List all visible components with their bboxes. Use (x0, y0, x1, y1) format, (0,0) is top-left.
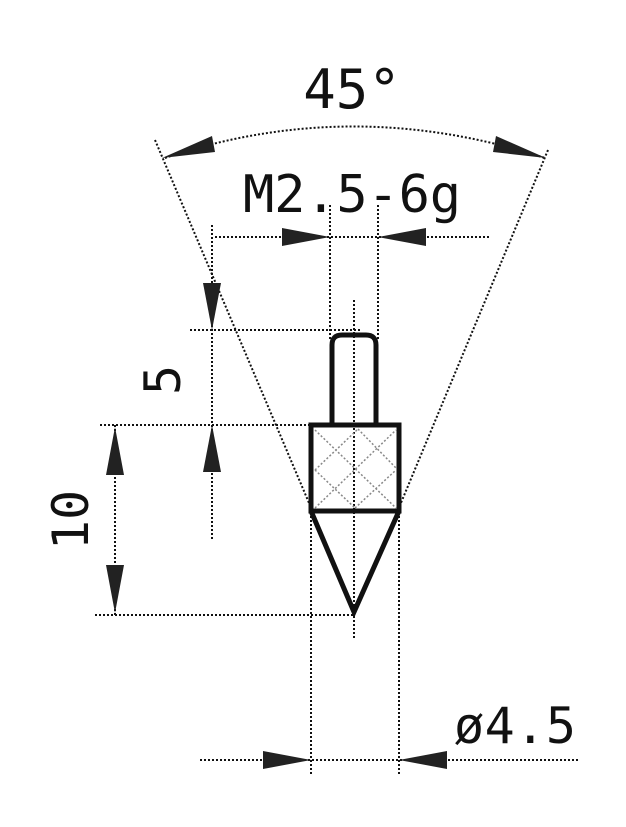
pin-length-arrow-top (203, 283, 221, 330)
knurl-hatching (314, 428, 397, 509)
threaded-pin (329, 332, 379, 425)
tip-length-arrow-top (106, 427, 124, 475)
thread-arrow-right (378, 228, 426, 246)
diameter-arrow-left (263, 751, 311, 769)
pin-length-arrow-bottom (203, 425, 221, 472)
diameter-arrow-right (399, 751, 447, 769)
diameter-label: ø4.5 (454, 697, 576, 755)
knurled-body (308, 422, 402, 514)
angle-arrow-right (493, 136, 546, 158)
tip-length-label: 10 (42, 490, 100, 550)
cone-angle-line-left (154, 139, 313, 511)
cone-tip (308, 509, 402, 619)
angle-arc (164, 125, 546, 159)
pin-length-label: 5 (134, 365, 192, 395)
tip-length-arrow-bottom (106, 565, 124, 613)
angle-label: 45° (303, 58, 401, 121)
angle-arrow-left (162, 136, 215, 158)
thread-label: M2.5-6g (243, 165, 461, 225)
cone-angle-line-right (397, 149, 549, 511)
thread-arrow-left (282, 228, 330, 246)
